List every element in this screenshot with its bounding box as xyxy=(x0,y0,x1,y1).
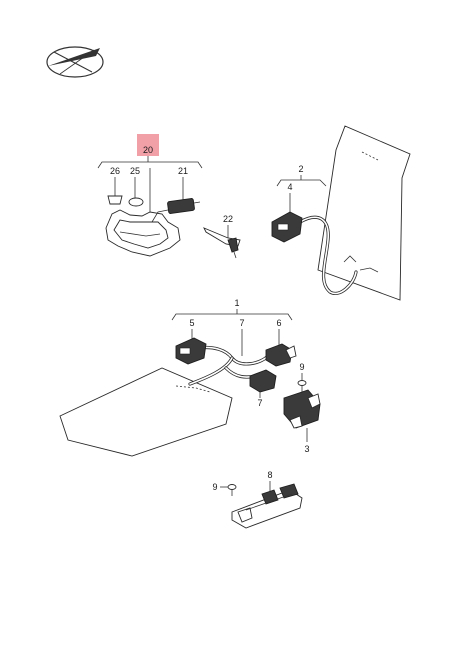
callout-22[interactable]: 22 xyxy=(223,214,233,224)
part-1-heating-mat-cushion xyxy=(59,367,233,457)
callout-8[interactable]: 8 xyxy=(267,470,272,480)
callout-9-upper[interactable]: 9 xyxy=(299,362,304,372)
part-20-frame xyxy=(105,195,201,257)
part-1-wiring-harness xyxy=(188,345,270,386)
part-6-connector xyxy=(265,343,297,367)
callout-9-lower[interactable]: 9 xyxy=(212,482,217,492)
brand-logo xyxy=(46,46,104,78)
part-7-connector xyxy=(249,369,277,393)
callout-1[interactable]: 1 xyxy=(234,298,239,308)
part-9-screw-upper xyxy=(297,380,307,392)
callout-6[interactable]: 6 xyxy=(276,318,281,328)
callout-7-upper[interactable]: 7 xyxy=(239,318,244,328)
callout-4[interactable]: 4 xyxy=(287,182,292,192)
part-22-cable-tie xyxy=(203,227,241,259)
callout-20[interactable]: 20 xyxy=(143,145,153,155)
callout-21[interactable]: 21 xyxy=(178,166,188,176)
callout-7-lower[interactable]: 7 xyxy=(257,398,262,408)
part-5-connector xyxy=(175,337,207,365)
part-9-screw-lower xyxy=(227,484,237,496)
part-8-switch-module xyxy=(231,483,303,529)
callout-25[interactable]: 25 xyxy=(130,166,140,176)
callout-26[interactable]: 26 xyxy=(110,166,120,176)
callout-2[interactable]: 2 xyxy=(298,164,303,174)
callout-3[interactable]: 3 xyxy=(304,444,309,454)
highlight-box-20 xyxy=(137,134,159,156)
part-2-heating-mat-backrest xyxy=(298,125,411,301)
part-3-control-unit xyxy=(283,389,321,429)
callout-5[interactable]: 5 xyxy=(189,318,194,328)
part-4-connector xyxy=(271,211,303,243)
